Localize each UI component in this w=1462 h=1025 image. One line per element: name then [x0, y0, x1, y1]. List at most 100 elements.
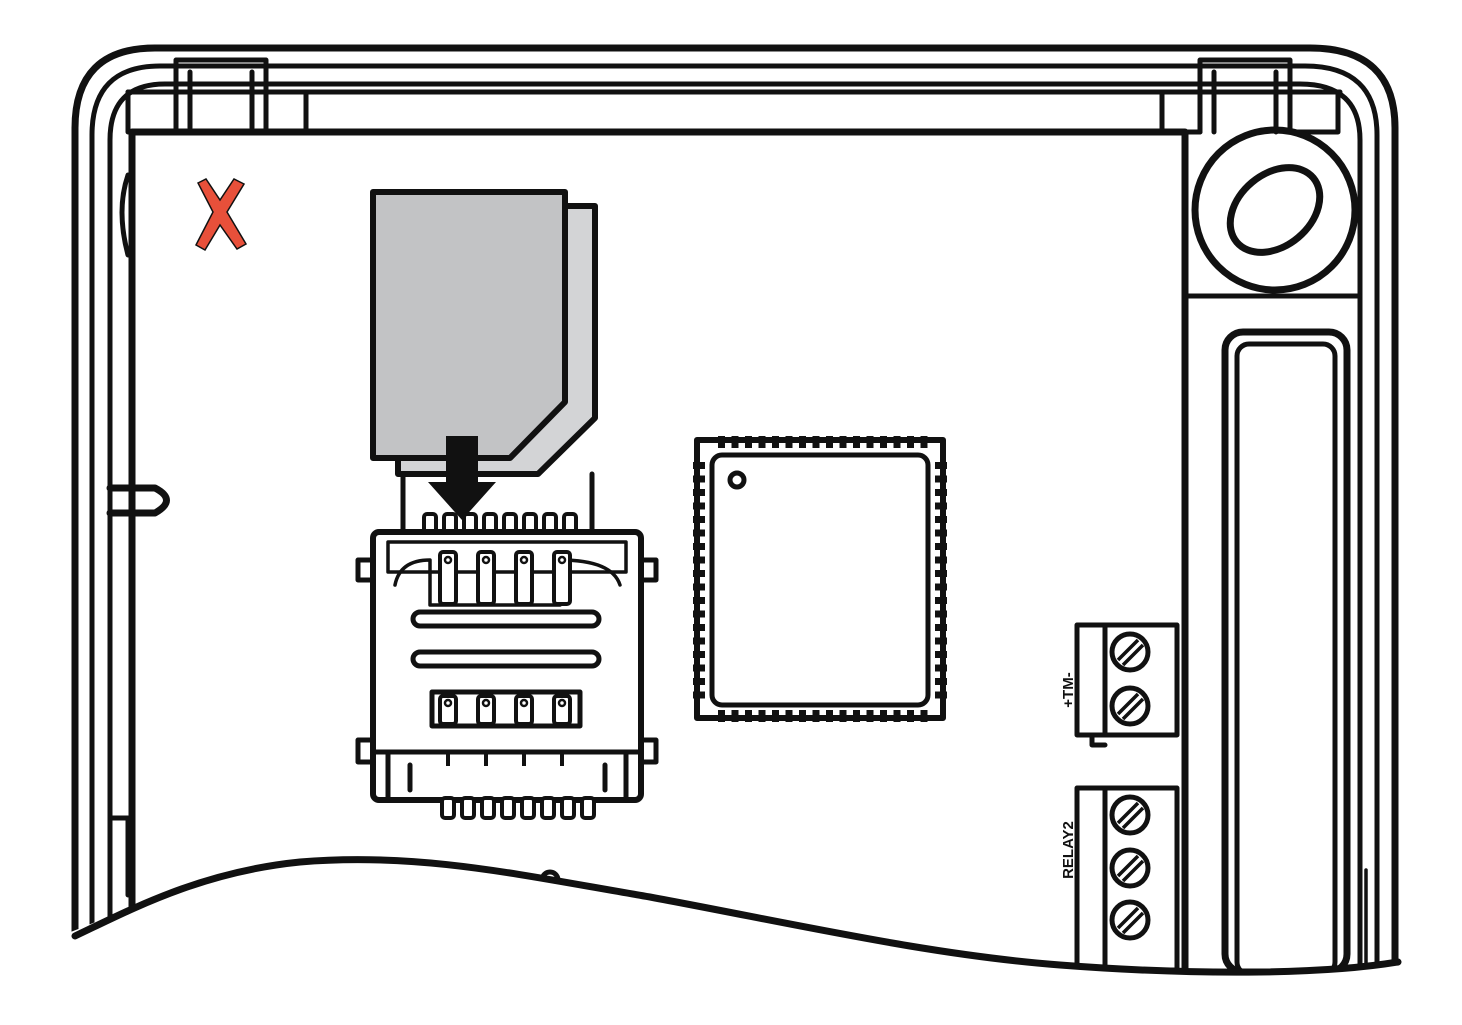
terminal-label-relay: RELAY2: [1060, 821, 1077, 879]
sim-contact-dot: [443, 698, 453, 708]
sim-contact-dot: [557, 555, 567, 565]
terminal-block-relay: RELAY2: [1060, 785, 1180, 973]
chip-pin: [718, 436, 725, 448]
screw-slot: [1116, 692, 1140, 716]
chip-pin: [693, 624, 705, 631]
sim-contact: [438, 550, 458, 606]
chip-pin: [745, 436, 752, 448]
screw-slot: [1116, 854, 1140, 878]
chip-pin: [693, 462, 705, 469]
chip-pin: [935, 678, 947, 685]
chip-pin: [718, 710, 725, 722]
terminal-block-tm: +TM-: [1060, 622, 1180, 748]
cross-mark-icon: [195, 178, 248, 252]
chip-pin: [935, 637, 947, 645]
hinge-clip-right: [1159, 57, 1341, 135]
sim-contact-dot: [443, 555, 453, 565]
terminal-screw: [1109, 899, 1151, 941]
chip-pin: [866, 710, 874, 722]
terminal-screw: [1109, 847, 1151, 889]
chip-pin: [693, 691, 705, 699]
chip-pin: [758, 710, 766, 722]
sim-contact: [514, 550, 534, 606]
chip-pin: [839, 436, 847, 448]
chip-pin: [935, 570, 947, 577]
chip-pin: [693, 516, 705, 523]
chip-pin: [772, 436, 779, 448]
chip-pin: [935, 502, 947, 510]
chip-pin: [812, 436, 820, 448]
screw-slot: [1121, 643, 1145, 667]
chip-pin: [853, 436, 860, 448]
enclosure: [71, 44, 1399, 972]
terminal-screw: [1109, 631, 1151, 673]
chip-pin: [935, 543, 947, 550]
chip-pin: [935, 691, 947, 699]
chip-pin: [907, 436, 914, 448]
screw-slot: [1116, 801, 1140, 825]
left-wall-details: [106, 172, 170, 898]
chip-pin: [731, 436, 739, 448]
chip-pin: [826, 710, 833, 722]
chip-pin: [693, 570, 705, 577]
sim-pin: [580, 796, 596, 820]
chip-pin: [693, 664, 705, 672]
chip-pin: [785, 710, 793, 722]
chip-pin: [693, 489, 705, 496]
chip-pin: [935, 624, 947, 631]
mounting-hole: [1185, 126, 1363, 299]
screw-slot: [1121, 806, 1145, 830]
chip-pin: [693, 529, 705, 537]
sim-card: [370, 189, 598, 538]
sim-contact-dot: [481, 555, 491, 565]
chip-pin: [935, 489, 947, 496]
cutaway-edge: [60, 856, 1462, 1025]
chip-pin: [731, 710, 739, 722]
screw-slot: [1116, 906, 1140, 930]
side-slot: [1221, 328, 1351, 977]
chip-pin: [693, 583, 705, 591]
sim-contact-dot: [519, 555, 529, 565]
chip-pin: [935, 664, 947, 672]
sim-pin: [560, 796, 576, 820]
chip-pin: [935, 651, 947, 658]
sim-holder-contacts-lower: [438, 694, 572, 726]
chip-pin: [907, 710, 914, 722]
screw-slot: [1121, 859, 1145, 883]
sim-contact: [476, 550, 496, 606]
chip-pin: [839, 710, 847, 722]
chip-pin: [880, 436, 887, 448]
chip-pin: [693, 678, 705, 685]
chip-pin: [935, 529, 947, 537]
sim-holder-contacts-upper: [438, 550, 572, 606]
chip-pin: [935, 597, 947, 604]
chip-pin: [935, 475, 947, 483]
chip-pin: [935, 462, 947, 469]
chip-pin: [772, 710, 779, 722]
sim-contact-dot: [481, 698, 491, 708]
screw-slot: [1116, 638, 1140, 662]
chip-pin: [866, 436, 874, 448]
sim-pin: [520, 796, 536, 820]
chip-pin: [853, 710, 860, 722]
chip-pin: [812, 710, 820, 722]
sim-contact: [552, 550, 572, 606]
sim-contact-dot: [519, 698, 529, 708]
terminal-screw: [1109, 794, 1151, 836]
ic-chip-pins: [693, 436, 947, 722]
sim-holder-pins-bottom: [440, 752, 596, 820]
chip-pin: [693, 637, 705, 645]
chip-pin: [880, 710, 887, 722]
pcb-board: [128, 128, 1189, 972]
chip-pin: [935, 556, 947, 564]
ic-chip: [693, 436, 947, 722]
chip-pin: [935, 583, 947, 591]
hinge-clip-left: [125, 57, 309, 135]
screw-slot: [1121, 697, 1145, 721]
chip-pin: [935, 516, 947, 523]
chip-pin: [693, 556, 705, 564]
chip-pin: [785, 436, 793, 448]
sim-pin: [500, 796, 516, 820]
chip-pin: [826, 436, 833, 448]
